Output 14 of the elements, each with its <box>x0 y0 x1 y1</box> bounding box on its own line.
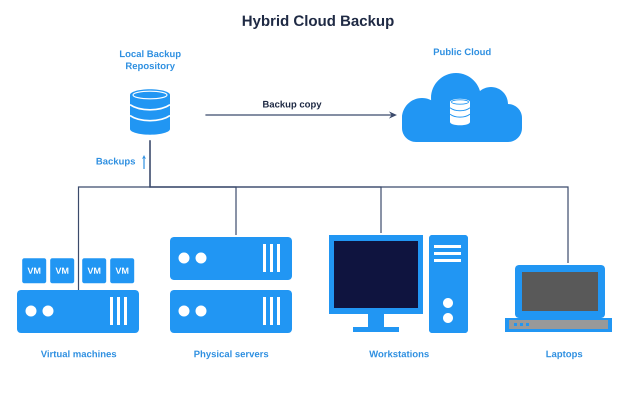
connector-line <box>149 140 569 263</box>
vm-box: VM <box>110 258 134 284</box>
flow-label: Backups <box>96 158 136 166</box>
node-label: Virtual machines <box>40 350 116 358</box>
vm-box: VM <box>22 258 46 284</box>
node-label: Laptops <box>546 350 582 360</box>
node-label: Workstations <box>369 350 429 358</box>
vm-box: VM <box>50 258 74 284</box>
vm-box: VM <box>82 258 106 284</box>
node-label: Local Backup Repository <box>120 50 181 72</box>
edge-label: Backup copy <box>263 100 322 110</box>
node-label: Physical servers <box>194 350 268 360</box>
title: Hybrid Cloud Backup <box>242 15 394 29</box>
node-label: Public Cloud <box>434 48 491 56</box>
